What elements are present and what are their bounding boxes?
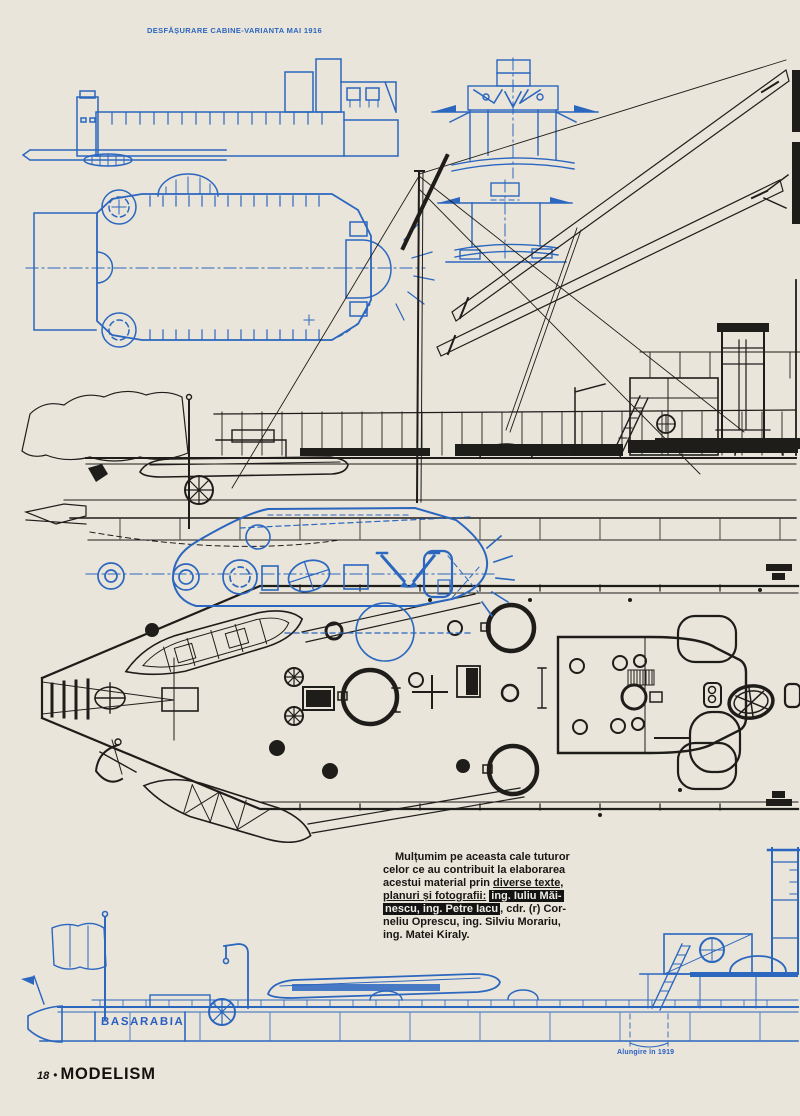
stern-flag xyxy=(21,390,189,462)
magazine-title: MODELISM xyxy=(60,1065,156,1083)
ship-name-label: BASARABIA xyxy=(100,1016,185,1028)
g-ticks-a xyxy=(111,111,323,125)
header-caption: DESFĂȘURARE CABINE-VARIANTA MAI 1916 xyxy=(147,26,322,35)
credits-line: ing. Matei Kiraly. xyxy=(383,929,470,941)
footer-bullet-icon: • xyxy=(53,1068,58,1082)
ship-side-elevation-1919 xyxy=(21,847,800,1048)
superstructure-front-views xyxy=(431,57,599,263)
g-ticks-b-bot xyxy=(149,329,320,341)
page-edge-artifacts xyxy=(792,70,800,224)
credits-line: celor ce au contribuit la elaborarea xyxy=(383,864,566,876)
g-rail-h xyxy=(99,999,768,1008)
highlighted-name: ing. Iuliu Măi- xyxy=(489,890,564,902)
dimension-bracket xyxy=(629,1042,669,1048)
funnel-side-1919 xyxy=(771,847,799,975)
credits-line: neliu Oprescu, ing. Silviu Morariu, xyxy=(383,916,561,928)
page-footer: 18 • MODELISM xyxy=(37,1065,156,1084)
deck-modification-overlay xyxy=(85,506,515,662)
ship-boat-plan-lower xyxy=(142,778,312,844)
anchor xyxy=(94,743,124,783)
highlighted-name: nescu, ing. Petre Iacu xyxy=(383,903,501,915)
cabin-plan-view-drawing xyxy=(25,173,435,348)
credits-line: planuri și fotografii:ing. Iuliu Măi- xyxy=(383,890,564,902)
deckhouse-plan xyxy=(556,635,748,755)
stern-flag-1919 xyxy=(51,922,107,970)
credits-line: Mulțumim pe aceasta cale tuturor xyxy=(395,851,570,863)
funnel-plan xyxy=(727,684,775,720)
cabin-side-elevation-drawing xyxy=(21,58,399,167)
g-ticks-b-top xyxy=(149,195,320,207)
credits-paragraph: Mulțumim pe aceasta cale tuturor celor c… xyxy=(383,851,597,942)
lengthening-annotation: Alungire în 1919 xyxy=(617,1049,675,1056)
g-seams-e xyxy=(119,518,781,540)
companionway-stairs xyxy=(627,669,655,686)
ship-side-elevation xyxy=(21,279,800,547)
funnel-side xyxy=(721,329,765,441)
mast-and-rigging xyxy=(231,59,790,504)
ship-boat-plan-upper xyxy=(124,610,304,676)
credits-line: acestui material prin diverse texte, xyxy=(383,877,564,889)
deck-plan-drawing xyxy=(40,564,800,844)
deck-winch-wheels xyxy=(284,667,304,726)
g-seams-h xyxy=(129,1012,761,1041)
credits-line: nescu, ing. Petre Iacu, cdr. (r) Cor- xyxy=(383,903,567,915)
page-number: 18 xyxy=(37,1070,50,1082)
